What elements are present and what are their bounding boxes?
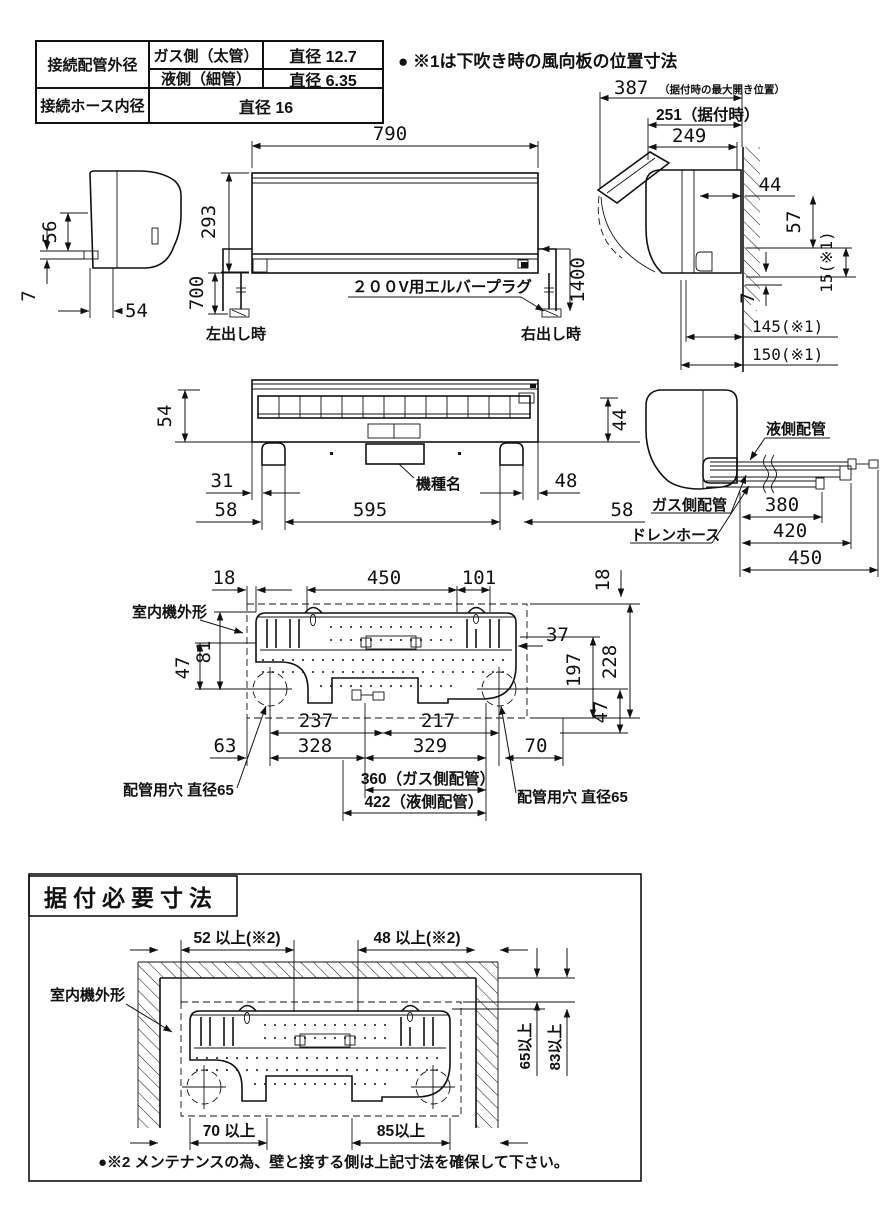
dim-150: 150(※1) [752,345,823,364]
dim-47-left: 47 [172,657,194,680]
dim-56: 56 [39,221,61,244]
dim-47-right: 47 [590,701,612,724]
section-title: 据付必要寸法 [44,885,218,911]
spec-liquid-side-value: 直径 6.35 [262,68,382,90]
right-outlet-label: 右出し時 [521,325,581,343]
dim-450-plate: 450 [367,567,401,589]
dim-450-pipe: 450 [788,547,822,569]
note-wind-vane: ● ※1は下吹き時の風向板の位置寸法 [398,52,678,71]
dim-387: 387 [614,77,648,99]
clearance-85: 85以上 [377,1122,426,1140]
installation-clearance-section: 据付必要寸法 室内機外形 52 以上(※2) 48 以上(※2) 65以上 [28,873,642,1182]
plug-label: ２００V用エルバープラグ [352,277,532,296]
left-outlet-label: 左出し時 [205,325,266,343]
dim-145: 145(※1) [752,317,823,336]
side-right-open-view: 387 （据付時の最大開き位置） 251（据付時） 249 44 57 15(※… [596,77,856,372]
bottom-view: 機種名 54 44 31 48 58 595 58 [154,379,645,530]
dim-7-left: 7 [18,290,40,301]
dim-249: 249 [672,125,706,147]
clearance-65: 65以上 [517,1023,534,1070]
unit-outline-label-install: 室内機外形 [50,986,125,1004]
pipe-hole-label-left: 配管用穴 直径65 [123,781,234,799]
pipe-spec-table: 接続配管外径 ガス側（太管） 直径 12.7 液側（細管） 直径 6.35 接続… [35,40,384,124]
note-maintenance: ●※2 メンテナンスの為、壁と接する側は上記寸法を確保して下さい。 [98,1154,569,1171]
spec-gas-side-value: 直径 12.7 [262,42,382,68]
pipe-hole-label-right: 配管用穴 直径65 [517,788,628,806]
dim-237: 237 [299,710,333,732]
clearance-48: 48 以上(※2) [374,929,461,947]
dim-595: 595 [353,499,387,521]
dim-54-side: 54 [125,300,148,322]
dim-54-bottom: 54 [154,405,176,428]
dim-58-right: 58 [611,499,634,521]
dim-228: 228 [599,645,621,679]
dim-44-side: 44 [759,174,782,196]
clearance-83: 83以上 [547,1024,564,1071]
unit-outline-label: 室内機外形 [132,603,207,621]
dim-328: 328 [298,735,332,757]
spec-outer-diameter-label: 接続配管外径 [47,57,138,74]
dim-58-left: 58 [215,499,238,521]
drain-hose-label: ドレンホース [631,527,720,544]
clearance-52: 52 以上(※2) [194,929,281,947]
side-left-view: 56 7 54 [18,170,182,322]
dim-1400: 1400 [567,257,589,303]
dim-31: 31 [211,470,234,492]
dim-329: 329 [413,735,447,757]
dim-7-right: 7 [737,292,759,303]
dim-293: 293 [198,205,220,239]
dim-387-note: （据付時の最大開き位置） [659,83,785,96]
liquid-pipe-label: 液側配管 [766,420,826,438]
gas-pipe-label: ガス側配管 [652,496,727,514]
dim-251: 251（据付時） [656,105,759,124]
dim-380: 380 [765,494,799,516]
dim-63: 63 [214,735,237,757]
dim-57: 57 [783,211,805,234]
dim-70: 70 [525,735,548,757]
dim-18-left: 18 [213,567,236,589]
dim-700: 700 [186,276,208,310]
dim-217: 217 [421,710,455,732]
model-name-label: 機種名 [416,475,461,493]
spec-gas-side-label: ガス側（太管） [148,42,262,68]
dim-37: 37 [546,624,569,646]
dim-197: 197 [563,653,585,687]
side-right-piping-view: 液側配管 ガス側配管 ドレンホース 380 420 450 [630,389,879,577]
dim-18-right: 18 [592,569,614,592]
dim-790: 790 [373,123,407,145]
dim-101: 101 [462,567,496,589]
spec-hose-label: 接続ホース内径 [37,87,148,122]
dim-420: 420 [773,520,807,542]
dim-81: 81 [193,641,215,664]
dim-48: 48 [555,470,578,492]
dim-15: 15(※1) [817,231,836,293]
mounting-plate-view: 室内機外形 18 450 101 18 37 197 228 47 81 [123,567,640,821]
spec-liquid-side-label: 液側（細管） [148,68,262,88]
dim-422-liquid: 422（液側配管） [365,792,484,811]
dim-360-gas: 360（ガス側配管） [361,769,495,788]
dim-44-bottom: 44 [609,409,631,432]
spec-hose-value: 直径 16 [148,87,382,122]
front-view: 790 293 700 1400 ２００V用エルバープラグ 左出し時 右出し時 [186,123,589,343]
clearance-70: 70 以上 [203,1122,256,1140]
